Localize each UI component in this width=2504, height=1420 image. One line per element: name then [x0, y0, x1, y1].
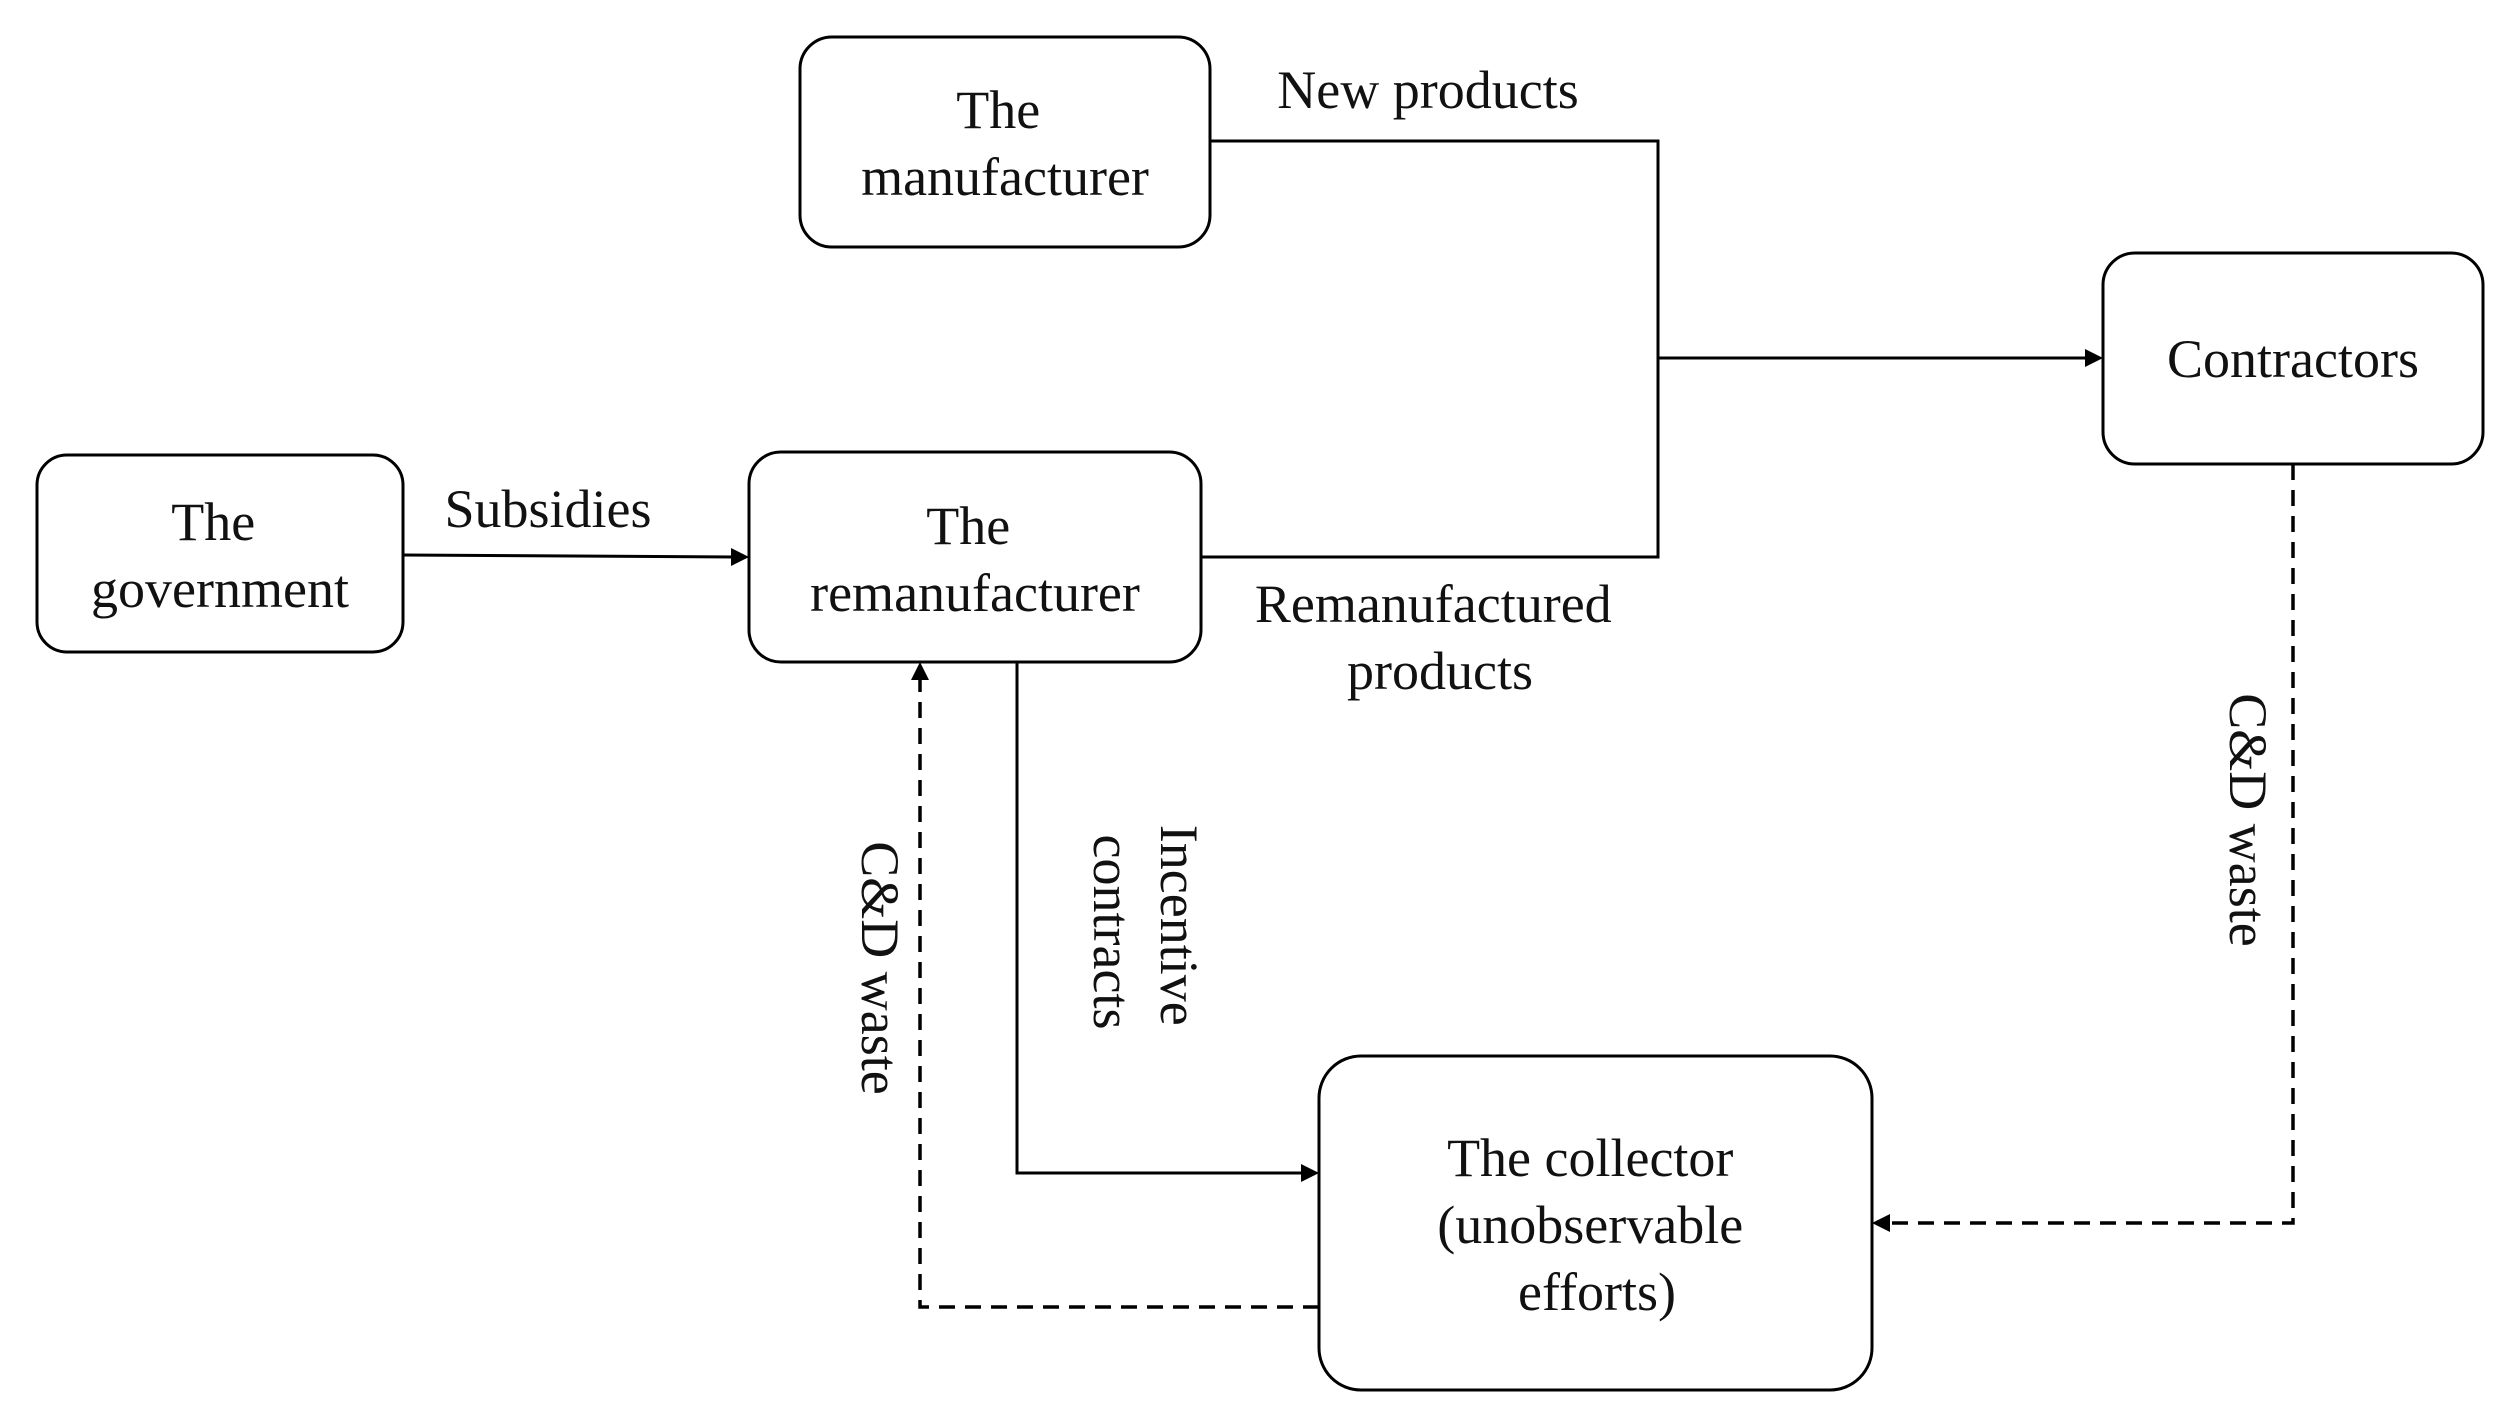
remanufactured-products-label: Remanufactured products [1255, 574, 1625, 701]
collector-label-line: (unobservable [1437, 1195, 1743, 1255]
cd-waste-right-arrowhead [1872, 1214, 1890, 1232]
manufacturer-label: The manufacturer [861, 80, 1149, 207]
subsidies-arrowhead [731, 548, 749, 566]
new-products-label: New products [1277, 60, 1578, 120]
incentive-contracts-label-line: contracts [1082, 835, 1142, 1030]
subsidies-arrow-line [402, 553, 736, 559]
remanufacturer-label-line: remanufacturer [810, 563, 1140, 623]
manufacturer-box [798, 35, 1212, 249]
cd-waste-left-label: C&D waste [850, 841, 910, 1094]
subsidies-label-line: Subsidies [444, 479, 651, 539]
cd-waste-right-label-line: C&D waste [2218, 693, 2278, 946]
manufacturer-label-line: The [956, 80, 1040, 140]
remanufacturer-label-line: The [926, 496, 1010, 556]
cd-waste-left-label-line: C&D waste [850, 841, 910, 1094]
incentive-contracts-arrowhead [1301, 1164, 1319, 1182]
government-label: The government [91, 492, 349, 619]
cd-waste-left-line [918, 676, 1319, 1309]
incentive-contracts-line [1015, 662, 1305, 1175]
incentive-contracts-label: Incentive contracts [1082, 825, 1209, 1039]
remanufactured-products-label-line: products [1347, 641, 1533, 701]
new-products-line [1210, 139, 1660, 358]
remanufacturer-box [747, 450, 1203, 664]
cd-waste-right-label: C&D waste [2218, 693, 2278, 946]
collector-label-line: efforts) [1518, 1262, 1676, 1322]
remanufacturer-label: The remanufacturer [810, 496, 1140, 623]
remanufactured-products-label-line: Remanufactured [1255, 574, 1612, 634]
collector-label-line: The collector [1447, 1128, 1733, 1188]
new-products-label-line: New products [1277, 60, 1578, 120]
incentive-contracts-label-line: Incentive [1149, 825, 1209, 1026]
collector-label: The collector (unobservable efforts) [1437, 1128, 1756, 1322]
remanufactured-products-line [1201, 358, 1660, 559]
subsidies-label: Subsidies [444, 479, 651, 539]
government-label-line: The [171, 492, 255, 552]
contractors-label: Contractors [2167, 329, 2419, 389]
to-contractors-arrowhead [2085, 349, 2103, 367]
manufacturer-label-line: manufacturer [861, 147, 1149, 207]
cd-waste-left-arrowhead [911, 662, 929, 680]
cd-waste-right-line [1886, 464, 2295, 1225]
government-box [35, 453, 405, 654]
contractors-label-line: Contractors [2167, 329, 2419, 389]
government-label-line: government [91, 559, 349, 619]
